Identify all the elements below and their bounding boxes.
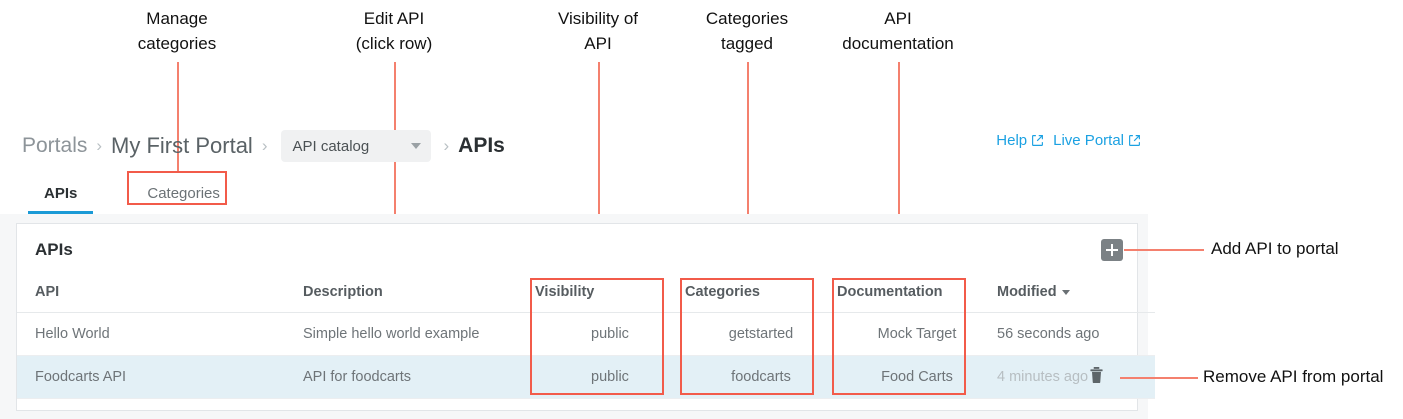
side-callout-line-1 <box>1120 377 1198 379</box>
breadcrumb: Portals › My First Portal › API catalog … <box>22 128 505 164</box>
portal-admin-screen: Portals › My First Portal › API catalog … <box>0 110 1403 419</box>
api-catalog-select-label: API catalog <box>292 137 370 155</box>
cell-documentation-text: Mock Target <box>877 326 957 342</box>
apis-card: APIs API Description Visibility Categori… <box>16 223 1155 411</box>
callout-line-3 <box>747 62 749 280</box>
column-header-api[interactable]: API <box>17 284 303 313</box>
column-header-description[interactable]: Description <box>303 284 535 313</box>
trash-icon <box>1090 367 1103 384</box>
callout-line-0 <box>177 62 179 172</box>
cell-categories-text: getstarted <box>728 326 794 342</box>
add-api-button[interactable] <box>1101 239 1123 261</box>
side-callout-label-0: Add API to portal <box>1211 239 1339 258</box>
remove-api-button[interactable] <box>1089 367 1104 388</box>
callout-line-4 <box>898 62 900 280</box>
breadcrumb-current-apis: APIs <box>458 134 505 157</box>
apis-table-body: Hello World Simple hello world example pub… <box>17 312 1155 399</box>
cell-description-text: API for foodcarts <box>303 369 411 385</box>
column-header-categories[interactable]: Categories <box>685 284 837 313</box>
help-link[interactable]: Help <box>996 132 1044 149</box>
breadcrumb-portal-name[interactable]: My First Portal <box>111 133 253 158</box>
cell-categories: getstarted <box>685 312 837 356</box>
tab-bar: APIs Categories <box>0 170 1148 215</box>
table-row[interactable]: Foodcarts API API for foodcarts public food… <box>17 355 1155 399</box>
table-row[interactable]: Hello World Simple hello world example pub… <box>17 312 1155 356</box>
callout-label-2: Visibility of API <box>558 9 638 53</box>
breadcrumb-separator-2: › <box>261 136 268 155</box>
cell-modified-text: 56 seconds ago <box>997 326 1100 342</box>
cell-api-text: Foodcarts API <box>35 369 127 385</box>
live-portal-link[interactable]: Live Portal <box>1053 132 1141 149</box>
apis-table-head: API Description Visibility Categories Do… <box>17 284 1155 313</box>
side-callout-label-1: Remove API from portal <box>1203 367 1384 386</box>
cell-documentation-text: Food Carts <box>881 369 953 385</box>
tab-categories[interactable]: Categories <box>147 185 220 202</box>
cell-categories-text: foodcarts <box>731 369 791 385</box>
cell-visibility: public <box>535 355 685 399</box>
column-header-modified-label: Modified <box>997 284 1057 300</box>
cell-api: Foodcarts API <box>17 355 303 399</box>
plus-icon <box>1111 244 1113 256</box>
cell-documentation: Food Carts <box>837 355 997 399</box>
cell-categories: foodcarts <box>685 355 837 399</box>
breadcrumb-portals[interactable]: Portals <box>22 134 88 157</box>
cell-modified: 56 seconds ago <box>997 312 1155 356</box>
apis-table: API Description Visibility Categories Do… <box>17 284 1155 399</box>
cell-documentation: Mock Target <box>837 312 997 356</box>
cell-description: API for foodcarts <box>303 355 535 399</box>
cell-api-text: Hello World <box>35 326 110 342</box>
external-link-icon <box>1032 135 1044 146</box>
card-title: APIs <box>35 240 73 259</box>
sort-descending-icon <box>1061 289 1070 295</box>
live-portal-link-label: Live Portal <box>1053 132 1124 149</box>
side-callout-line-0 <box>1124 249 1204 251</box>
breadcrumb-separator-1: › <box>96 136 103 155</box>
table-header-row: API Description Visibility Categories Do… <box>17 284 1155 313</box>
callout-label-3: Categories tagged <box>705 9 789 53</box>
column-header-visibility[interactable]: Visibility <box>535 284 685 313</box>
cell-description-text: Simple hello world example <box>303 326 480 342</box>
cell-visibility-text: public <box>591 326 629 342</box>
cell-api: Hello World <box>17 312 303 356</box>
column-header-documentation[interactable]: Documentation <box>837 284 997 313</box>
column-header-modified[interactable]: Modified <box>997 284 1155 313</box>
external-link-icon <box>1129 135 1140 146</box>
help-link-label: Help <box>996 132 1028 149</box>
callout-line-2 <box>598 62 600 280</box>
callout-label-0: Manage categories <box>137 9 217 53</box>
chevron-down-icon <box>410 143 421 149</box>
cell-visibility-text: public <box>591 369 629 385</box>
callout-label-4: API documentation <box>842 9 954 53</box>
callout-label-1: Edit API (click row) <box>355 9 433 53</box>
breadcrumb-separator-3: › <box>443 136 450 155</box>
cell-description: Simple hello world example <box>303 312 535 356</box>
tab-apis[interactable]: APIs <box>28 185 94 214</box>
cell-visibility: public <box>535 312 685 356</box>
api-catalog-select[interactable]: API catalog <box>280 130 431 162</box>
cell-modified-text: 4 minutes ago <box>997 369 1089 385</box>
top-links: Help Live Portal <box>996 132 1141 149</box>
